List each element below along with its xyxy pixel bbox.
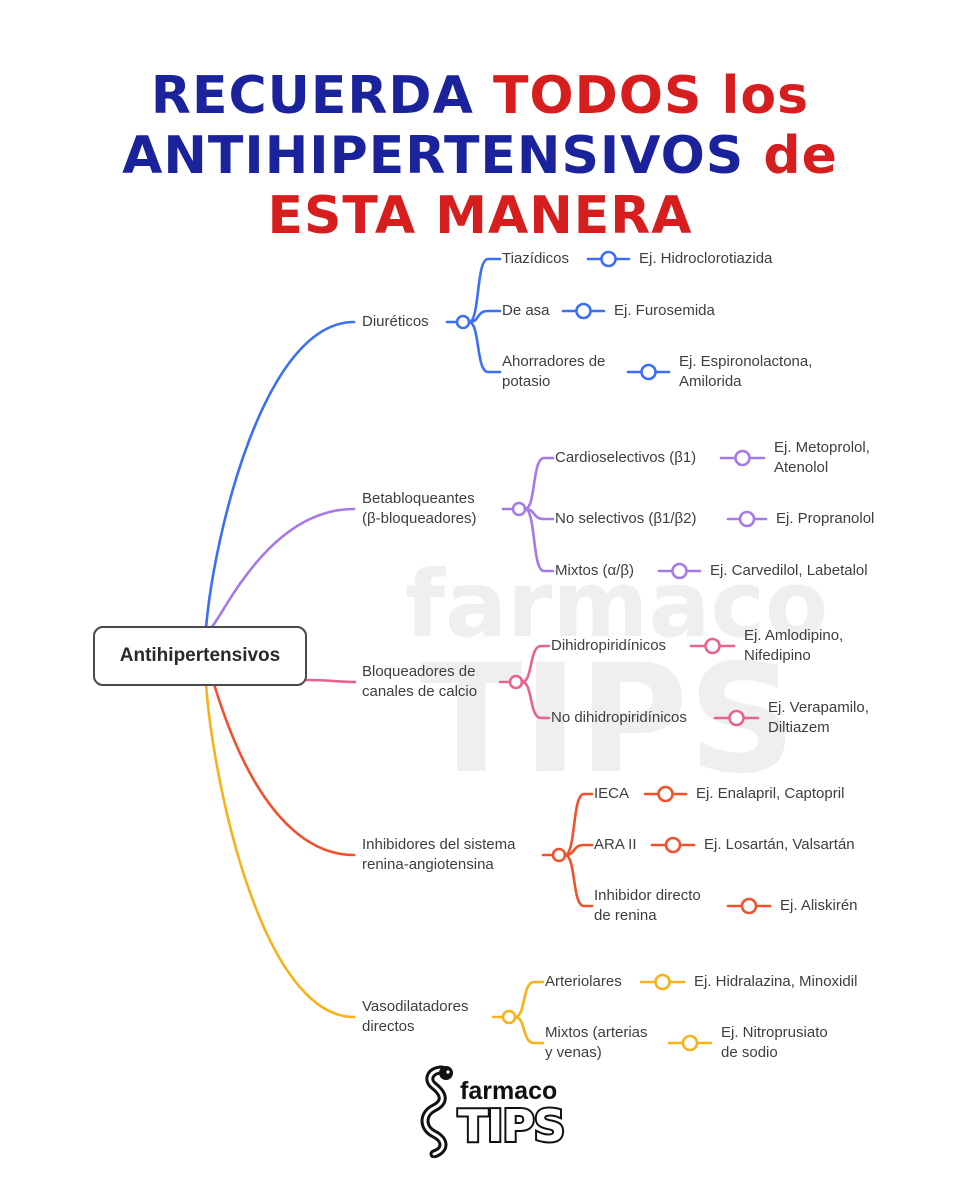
example-node-4-0: [654, 973, 671, 991]
example-label-1-0: Ej. Metoprolol, Atenolol: [774, 439, 870, 476]
example-node-2-1: [728, 709, 745, 727]
example-label-4-0: Ej. Hidralazina, Minoxidil: [694, 973, 858, 990]
example-label-1-2: Ej. Carvedilol, Labetalol: [710, 562, 868, 579]
item-label-1-1: No selectivos (β1/β2): [555, 510, 697, 527]
title-line-1-part-2: TODOS los: [492, 66, 810, 126]
branch-line-4: [204, 682, 356, 1019]
branch-line-2: [304, 678, 357, 684]
example-label-4-1: Ej. Nitroprusiato de sodio: [721, 1024, 828, 1061]
example-node-3-0: [657, 785, 674, 803]
example-node-0-2: [640, 363, 657, 381]
example-node-3-1: [664, 836, 682, 854]
title-line-1-part-1: RECUERDA: [150, 66, 493, 126]
fan-line-2-0: [520, 644, 551, 684]
junction-node-2: [508, 674, 524, 690]
item-label-0-2: Ahorradores de potasio: [502, 353, 606, 390]
example-label-3-2: Ej. Aliskirén: [780, 897, 858, 914]
page-title: RECUERDA TODOS los ANTIHIPERTENSIVOS de …: [0, 66, 960, 246]
example-label-2-1: Ej. Verapamilo, Diltiazem: [768, 699, 869, 736]
fan-line-2-1: [520, 680, 551, 720]
item-label-1-0: Cardioselectivos (β1): [555, 449, 697, 466]
fan-line-3-2: [563, 853, 594, 908]
group-label-0: Diuréticos: [362, 313, 429, 330]
title-line-2-part-2: de: [763, 126, 838, 186]
title-line-1: RECUERDA TODOS los: [0, 66, 960, 126]
fan-line-3-1: [563, 843, 594, 857]
item-label-3-1: ARA II: [594, 836, 637, 853]
example-label-1-1: Ej. Propranolol: [776, 510, 875, 527]
branch-line-1: [208, 507, 356, 630]
example-label-2-0: Ej. Amlodipino, Nifedipino: [744, 627, 844, 664]
fan-line-0-0: [467, 257, 502, 324]
group-label-1: Betabloqueantes (β-bloqueadores): [362, 490, 477, 527]
branch-line-0: [204, 320, 356, 630]
item-label-2-1: No dihidropiridínicos: [551, 709, 687, 726]
fan-line-0-1: [467, 309, 502, 324]
fan-line-4-1: [513, 1015, 545, 1045]
root-node: Antihipertensivos: [93, 626, 307, 686]
title-line-3-part-1: ESTA MANERA: [267, 186, 693, 246]
example-node-1-0: [734, 449, 751, 467]
example-label-3-0: Ej. Enalapril, Captopril: [696, 785, 845, 802]
junction-node-3: [551, 847, 567, 863]
logo-text-2: TIPS: [456, 1101, 567, 1152]
group-label-3: Inhibidores del sistema renina-angiotens…: [362, 836, 516, 873]
title-line-2: ANTIHIPERTENSIVOS de: [0, 126, 960, 186]
example-label-0-2: Ej. Espironolactona, Amilorida: [679, 353, 813, 390]
example-node-0-0: [600, 250, 617, 268]
group-label-2: Bloqueadores de canales de calcio: [362, 663, 478, 700]
example-node-1-2: [671, 562, 688, 580]
item-label-0-0: Tiazídicos: [502, 250, 569, 267]
title-line-3: ESTA MANERA: [0, 186, 960, 246]
junction-node-1: [511, 501, 527, 517]
watermark-text-1: farmaco: [405, 551, 829, 658]
item-label-0-1: De asa: [502, 302, 550, 319]
item-label-1-2: Mixtos (α/β): [555, 562, 634, 579]
fan-line-3-0: [563, 792, 594, 857]
snake-logo-icon: [420, 1065, 453, 1158]
example-node-4-1: [681, 1034, 699, 1052]
example-node-3-2: [740, 897, 758, 915]
fan-line-4-0: [513, 980, 545, 1019]
item-label-4-1: Mixtos (arterias y venas): [545, 1024, 648, 1061]
group-label-4: Vasodilatadores directos: [362, 998, 469, 1035]
logo: farmaco TIPS: [416, 1064, 567, 1158]
junction-node-4: [501, 1009, 517, 1025]
example-node-2-0: [704, 637, 721, 655]
item-label-4-0: Arteriolares: [545, 973, 622, 990]
fan-line-1-2: [523, 507, 555, 573]
title-line-2-part-1: ANTIHIPERTENSIVOS: [122, 126, 764, 186]
item-label-3-0: IECA: [594, 785, 630, 802]
junction-node-0: [455, 314, 471, 330]
fan-line-1-0: [523, 456, 555, 511]
logo-text-1: farmaco: [460, 1077, 558, 1105]
example-label-0-1: Ej. Furosemida: [614, 302, 715, 319]
example-label-0-0: Ej. Hidroclorotiazida: [639, 250, 773, 267]
example-label-3-1: Ej. Losartán, Valsartán: [704, 836, 855, 853]
item-label-3-2: Inhibidor directo de renina: [594, 887, 701, 924]
fan-line-0-2: [467, 320, 502, 374]
item-label-2-0: Dihidropiridínicos: [551, 637, 667, 654]
example-node-1-1: [738, 510, 756, 528]
example-node-0-1: [575, 302, 592, 320]
branch-line-3: [212, 682, 356, 857]
